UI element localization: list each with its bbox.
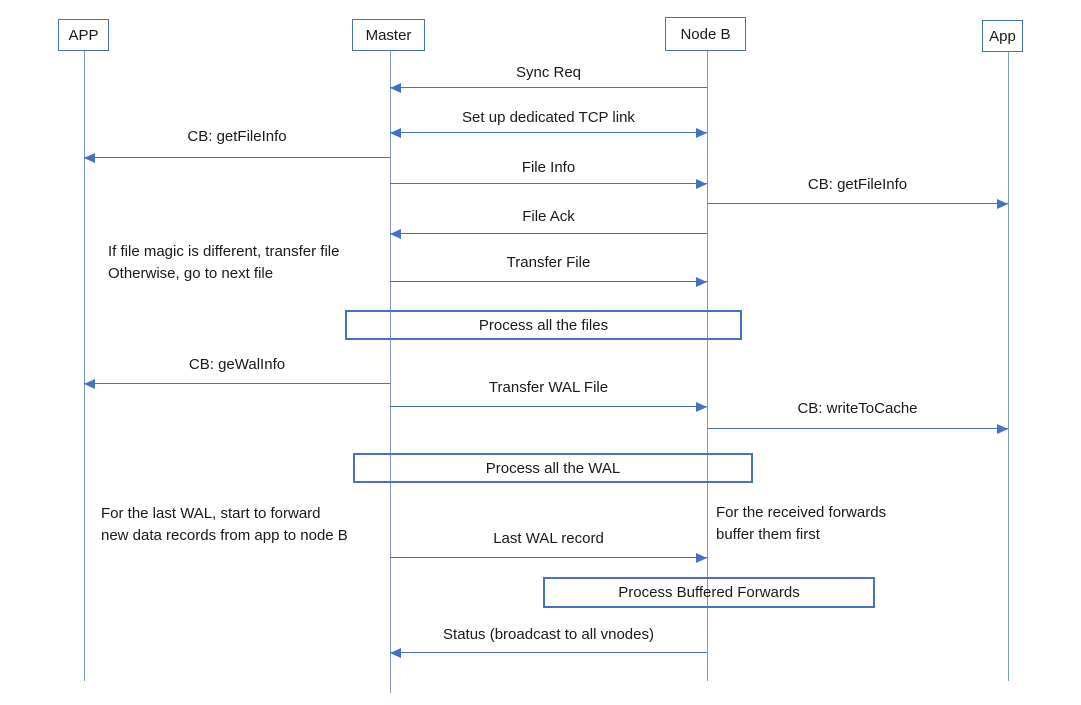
message-line-cb-getfileinfo-left bbox=[84, 157, 390, 158]
actor-label-node-b: Node B bbox=[680, 25, 731, 43]
message-label-transfer-wal-file: Transfer WAL File bbox=[488, 379, 609, 396]
message-label-file-info: File Info bbox=[521, 159, 576, 176]
message-line-file-ack bbox=[390, 233, 707, 234]
annotation-line: For the last WAL, start to forward bbox=[101, 505, 321, 522]
actor-label-master: Master bbox=[365, 26, 412, 44]
arrowhead-right-icon bbox=[997, 424, 1008, 434]
arrowhead-left-icon bbox=[84, 153, 95, 163]
arrowhead-right-icon bbox=[696, 128, 707, 138]
lifeline-app-right bbox=[1007, 52, 1009, 681]
message-line-status-broadcast bbox=[390, 652, 707, 653]
annotation-line: If file magic is different, transfer fil… bbox=[108, 243, 340, 260]
process-box-all-wal: Process all the WAL bbox=[353, 453, 753, 483]
message-label-file-ack: File Ack bbox=[522, 208, 575, 225]
annotation-buffer-forwards: For the received forwards buffer them fi… bbox=[716, 502, 886, 545]
message-line-last-wal-record bbox=[390, 557, 707, 558]
arrowhead-right-icon bbox=[997, 199, 1008, 209]
message-line-sync-req bbox=[390, 87, 707, 88]
arrowhead-right-icon bbox=[696, 553, 707, 563]
arrowhead-right-icon bbox=[696, 402, 707, 412]
arrowhead-left-icon bbox=[390, 229, 401, 239]
message-label-cb-getfileinfo-left: CB: getFileInfo bbox=[187, 128, 287, 145]
lifeline-node-b bbox=[706, 51, 708, 681]
annotation-line: new data records from app to node B bbox=[101, 526, 348, 544]
message-label-transfer-file: Transfer File bbox=[506, 254, 591, 271]
arrowhead-left-icon bbox=[84, 379, 95, 389]
message-label-status-broadcast: Status (broadcast to all vnodes) bbox=[443, 626, 654, 643]
process-box-buffered-forwards: Process Buffered Forwards bbox=[543, 577, 875, 608]
message-line-cb-writetocache bbox=[707, 428, 1008, 429]
actor-label-app-right: App bbox=[989, 27, 1016, 45]
arrowhead-left-icon bbox=[390, 648, 401, 658]
annotation-file-magic: If file magic is different, transfer fil… bbox=[108, 241, 339, 284]
message-line-file-info bbox=[390, 183, 707, 184]
message-line-tcp-link bbox=[390, 132, 707, 133]
process-box-all-files: Process all the files bbox=[345, 310, 742, 340]
arrowhead-left-icon bbox=[390, 83, 401, 93]
message-line-cb-gewalinfo bbox=[84, 383, 390, 384]
process-box-label: Process Buffered Forwards bbox=[618, 584, 800, 601]
lifeline-app-left bbox=[83, 51, 85, 681]
annotation-last-wal-forward: For the last WAL, start to forward new d… bbox=[101, 503, 348, 546]
message-label-tcp-link: Set up dedicated TCP link bbox=[462, 109, 635, 126]
message-label-sync-req: Sync Req bbox=[515, 64, 582, 81]
arrowhead-right-icon bbox=[696, 277, 707, 287]
annotation-line: Otherwise, go to next file bbox=[108, 264, 274, 282]
annotation-line: For the received forwards bbox=[716, 504, 887, 521]
arrowhead-right-icon bbox=[696, 179, 707, 189]
message-line-transfer-file bbox=[390, 281, 707, 282]
arrowhead-left-icon bbox=[390, 128, 401, 138]
actor-box-app-left: APP bbox=[58, 19, 109, 51]
process-box-label: Process all the files bbox=[478, 316, 609, 334]
message-line-transfer-wal-file bbox=[390, 406, 707, 407]
message-label-last-wal-record: Last WAL record bbox=[493, 530, 604, 547]
actor-label-app-left: APP bbox=[68, 26, 99, 44]
message-line-cb-getfileinfo-right bbox=[707, 203, 1008, 204]
annotation-line: buffer them first bbox=[716, 525, 820, 543]
actor-box-node-b: Node B bbox=[665, 17, 746, 51]
actor-box-master: Master bbox=[352, 19, 425, 51]
message-label-cb-gewalinfo: CB: geWalInfo bbox=[188, 356, 286, 373]
message-label-cb-getfileinfo-right: CB: getFileInfo bbox=[807, 176, 908, 193]
lifeline-master bbox=[389, 51, 391, 693]
message-label-cb-writetocache: CB: writeToCache bbox=[797, 400, 918, 417]
actor-box-app-right: App bbox=[982, 20, 1023, 52]
process-box-label: Process all the WAL bbox=[485, 459, 621, 477]
